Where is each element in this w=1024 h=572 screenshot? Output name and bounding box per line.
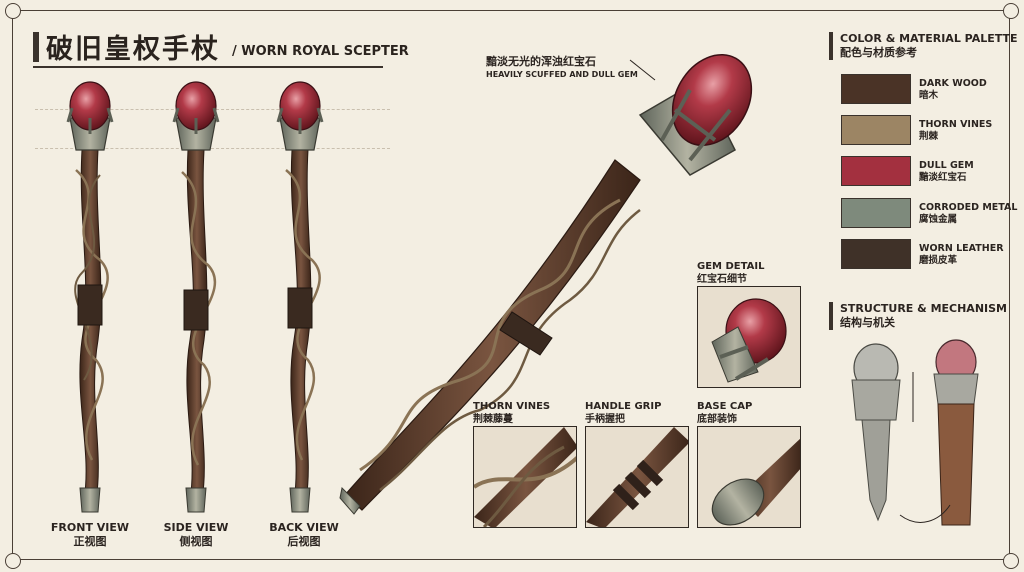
palette-title-en: COLOR & MATERIAL PALETTE [840, 32, 1018, 45]
gem-callout-en: HEAVILY SCUFFED AND DULL GEM [486, 70, 638, 79]
side-view-label-zh: 侧视图 [179, 535, 213, 548]
swatch-dull-gem [841, 156, 911, 186]
thorn-detail-label: THORN VINES 荆棘藤蔓 [473, 400, 550, 426]
thorn-detail-art [474, 427, 576, 527]
front-view-label-en: FRONT VIEW [50, 521, 130, 534]
title-accent-bar [33, 32, 39, 62]
side-view-label: SIDE VIEW 侧视图 [146, 521, 246, 549]
swatch-label-dull-gem: DULL GEM 黯淡红宝石 [919, 160, 974, 184]
swatch-label-worn-leather: WORN LEATHER 磨损皮革 [919, 243, 1004, 267]
thorn-detail-inset [473, 426, 577, 528]
corner-ornament [1003, 3, 1019, 19]
swatch-label-en: DARK WOOD [919, 78, 987, 89]
swatch-label-en: THORN VINES [919, 119, 993, 130]
grip-detail-label-en: HANDLE GRIP [585, 401, 662, 412]
corner-ornament [5, 3, 21, 19]
swatch-label-thorn-vines: THORN VINES 荆棘 [919, 119, 992, 143]
page-title: 破旧皇权手杖 [46, 34, 220, 65]
grip-detail-label-zh: 手柄握把 [585, 414, 625, 425]
swatch-worn-leather [841, 239, 911, 269]
structure-title-zh: 结构与机关 [840, 316, 895, 329]
cap-detail-label-en: BASE CAP [697, 401, 753, 412]
gem-detail-label-en: GEM DETAIL [697, 261, 765, 272]
grip-detail-art [586, 427, 688, 527]
swatch-label-zh: 磨损皮革 [919, 255, 958, 266]
back-view-label-zh: 后视图 [287, 535, 321, 548]
back-view-label-en: BACK VIEW [269, 521, 339, 534]
swatch-label-corroded-metal: CORRODED METAL 腐蚀金属 [919, 202, 1017, 226]
swatch-label-zh: 黯淡红宝石 [919, 172, 967, 183]
structure-accent-bar [829, 302, 833, 330]
palette-title: COLOR & MATERIAL PALETTE 配色与材质参考 [840, 32, 1018, 60]
front-view-label-zh: 正视图 [73, 535, 107, 548]
gem-callout: 黯淡无光的浑浊红宝石 HEAVILY SCUFFED AND DULL GEM [486, 55, 638, 81]
page-subtitle: / WORN ROYAL SCEPTER [232, 44, 409, 59]
cap-detail-label: BASE CAP 底部装饰 [697, 400, 752, 426]
structure-diagram [851, 339, 979, 526]
title-underline [33, 66, 383, 68]
structure-title: STRUCTURE & MECHANISM 结构与机关 [840, 302, 1007, 330]
swatch-label-dark-wood: DARK WOOD 暗木 [919, 78, 987, 102]
swatch-label-en: WORN LEATHER [919, 243, 1004, 254]
scepter-side-view [172, 81, 220, 513]
swatch-label-en: DULL GEM [919, 160, 974, 171]
swatch-label-zh: 暗木 [919, 90, 939, 101]
grip-detail-label: HANDLE GRIP 手柄握把 [585, 400, 661, 426]
swatch-thorn-vines [841, 115, 911, 145]
gem-detail-label-zh: 红宝石细节 [697, 274, 747, 285]
gem-detail-label: GEM DETAIL 红宝石细节 [697, 260, 764, 286]
back-view-label: BACK VIEW 后视图 [254, 521, 354, 549]
corner-ornament [5, 553, 21, 569]
gem-detail-inset [697, 286, 801, 388]
palette-accent-bar [829, 32, 833, 60]
gem-detail-art [711, 298, 787, 383]
swatch-label-en: CORRODED METAL [919, 202, 1018, 213]
grip-detail-inset [585, 426, 689, 528]
scepter-front-view [66, 81, 114, 513]
scepter-hero-render [339, 53, 753, 515]
guide-line [35, 148, 390, 149]
swatch-label-zh: 荆棘 [919, 131, 939, 142]
swatch-dark-wood [841, 74, 911, 104]
sheet-frame [12, 10, 1010, 560]
cap-detail-inset [697, 426, 801, 528]
corner-ornament [1003, 553, 1019, 569]
cap-detail-art [711, 438, 800, 526]
thorn-detail-label-zh: 荆棘藤蔓 [473, 414, 513, 425]
scepter-back-view [276, 81, 324, 513]
front-view-label: FRONT VIEW 正视图 [40, 521, 140, 549]
palette-title-zh: 配色与材质参考 [840, 46, 917, 59]
swatch-corroded-metal [841, 198, 911, 228]
structure-title-en: STRUCTURE & MECHANISM [840, 302, 1007, 315]
side-view-label-en: SIDE VIEW [163, 521, 229, 534]
thorn-detail-label-en: THORN VINES [473, 401, 551, 412]
swatch-label-zh: 腐蚀金属 [919, 214, 958, 225]
cap-detail-label-zh: 底部装饰 [697, 414, 737, 425]
gem-callout-zh: 黯淡无光的浑浊红宝石 [486, 55, 596, 68]
